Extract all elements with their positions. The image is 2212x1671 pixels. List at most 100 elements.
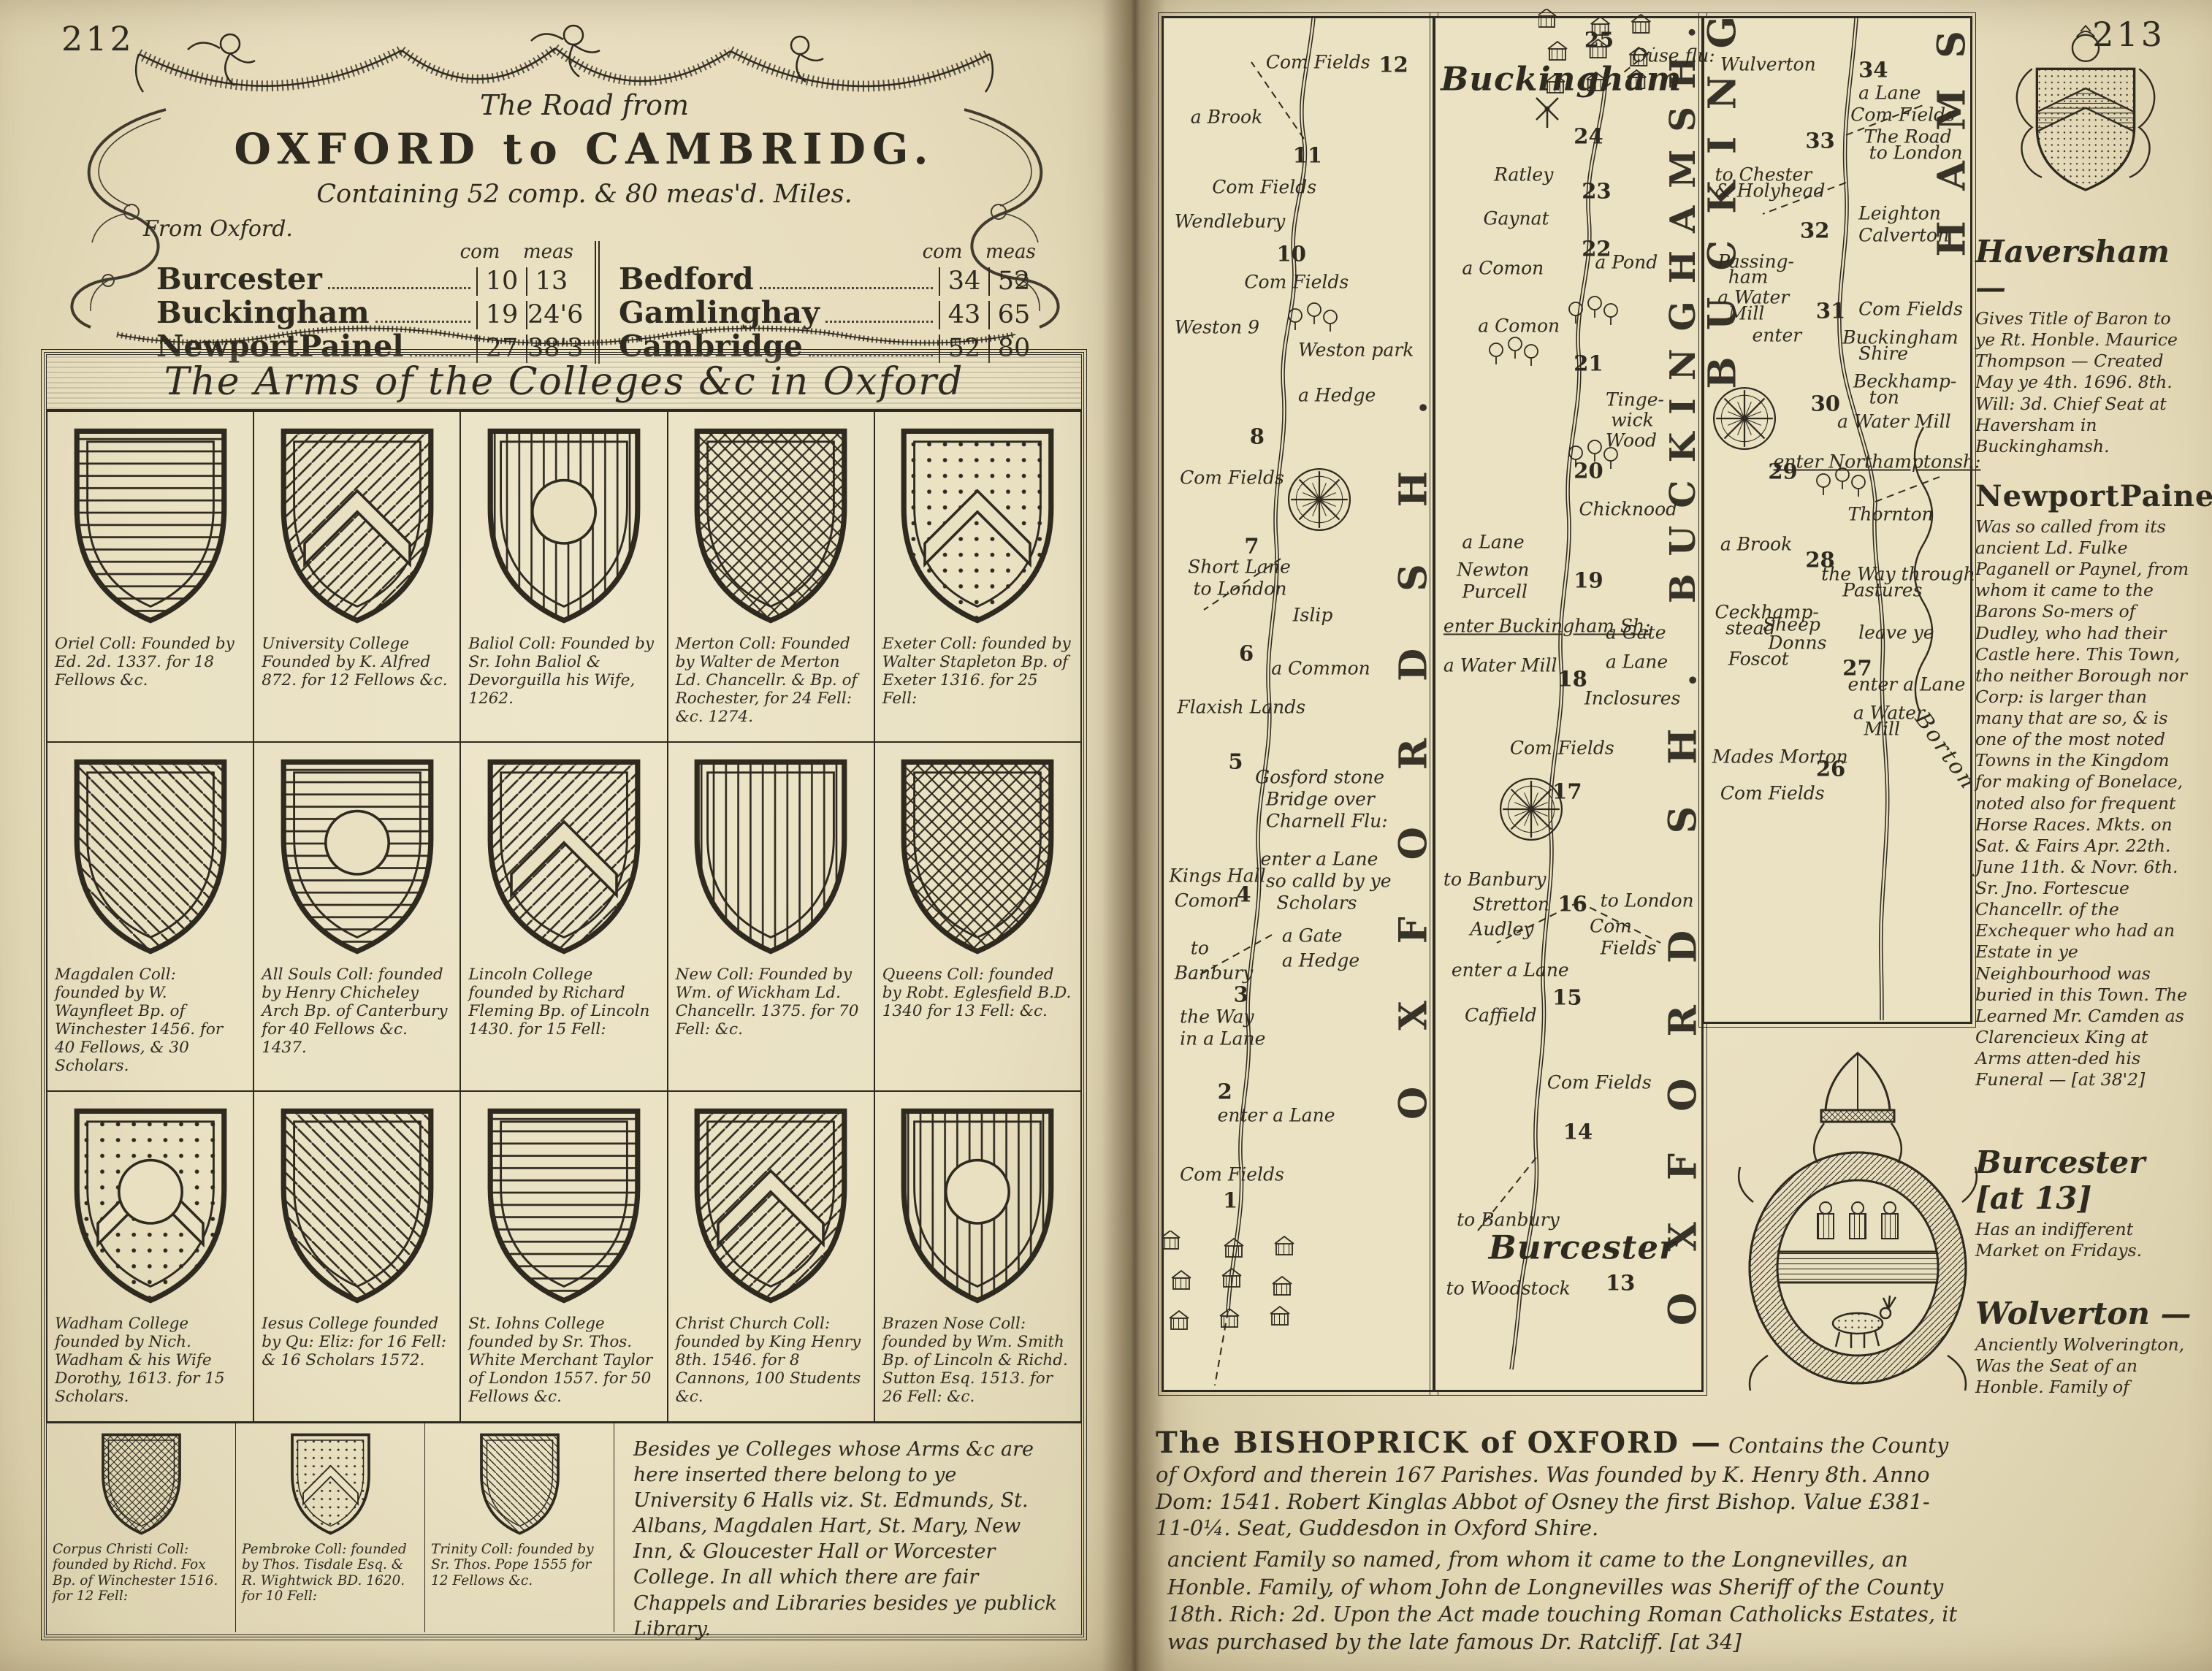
map-label: to London	[1600, 890, 1694, 911]
map-label: Caffield	[1465, 1004, 1537, 1026]
college-arms-cell: Pembroke Coll: founded by Thos. Tisdale …	[236, 1423, 425, 1632]
college-caption: Baliol Coll: Founded by Sr. Iohn Baliol …	[468, 635, 655, 708]
map-label: Calverton	[1858, 224, 1950, 246]
mile-marker: 28	[1805, 547, 1835, 573]
college-arms-cell: New Coll: Founded by Wm. of Wickham Ld. …	[667, 742, 874, 1091]
college-shield-icon	[487, 428, 641, 624]
map-label: Foscot	[1728, 648, 1789, 670]
county-label: OXFORDSH.	[1391, 343, 1436, 1120]
acanthus-scroll-decoration	[70, 108, 167, 329]
college-shield-icon	[74, 1108, 226, 1304]
cherub-garland-decoration	[134, 24, 994, 93]
map-label: a Brook	[1720, 533, 1793, 555]
college-arms-cell: Christ Church Coll: founded by King Henr…	[667, 1090, 874, 1422]
place-name: Burcester	[156, 261, 322, 297]
garland-divider-decoration	[116, 325, 1016, 347]
burcester-text: Has an indifferent Market on Fridays.	[1975, 1219, 2143, 1261]
mile-marker: 18	[1557, 666, 1587, 692]
map-label: Mades Morton	[1712, 746, 1848, 768]
measured-miles: 65	[988, 300, 1038, 330]
map-label: & Holyhead	[1715, 180, 1826, 202]
college-shield-icon	[487, 1108, 641, 1304]
map-label: a Common	[1271, 657, 1370, 679]
map-label: Leighton	[1858, 202, 1941, 224]
measured-miles: 24'6	[526, 300, 584, 330]
mile-marker: 26	[1815, 756, 1846, 781]
college-caption: Iesus College founded by Qu: Eliz: for 1…	[262, 1314, 447, 1369]
map-label: to Woodstock	[1446, 1277, 1571, 1299]
map-label: Weston 9	[1174, 316, 1260, 338]
map-label: enter a Lane	[1451, 959, 1569, 981]
map-label: Com Fields	[1212, 176, 1317, 198]
map-label: a Water	[1717, 286, 1790, 308]
map-label: to London	[1869, 142, 1963, 164]
map-label: enter Buckingham Sh:	[1443, 615, 1651, 637]
college-shield-icon	[901, 1108, 1054, 1304]
map-label: ham	[1728, 266, 1769, 288]
pre-title: The Road from	[479, 89, 690, 121]
mile-marker: 8	[1249, 424, 1265, 449]
mile-marker: 1	[1222, 1188, 1238, 1213]
map-label: a Lane	[1462, 531, 1525, 553]
from-oxford-label: From Oxford.	[143, 216, 293, 242]
map-label: Mill	[1728, 302, 1765, 324]
town-icon	[1160, 1230, 1316, 1343]
map-label: Wendlebury	[1174, 210, 1286, 232]
map-label: to Banbury	[1457, 1209, 1560, 1231]
map-label: the Way	[1180, 1006, 1254, 1028]
mile-marker: 34	[1858, 57, 1888, 83]
college-shield-icon	[487, 759, 641, 955]
map-label: Banbury	[1174, 962, 1254, 984]
map-label: a Gate	[1605, 622, 1666, 643]
trees-icon	[1487, 337, 1543, 372]
college-arms-cell: University College Founded by K. Alfred …	[253, 411, 461, 743]
college-arms-cell: Lincoln College founded by Richard Flemi…	[460, 742, 668, 1091]
college-arms-cell: Baliol Coll: Founded by Sr. Iohn Baliol …	[460, 411, 668, 743]
map-label: a Hedge	[1281, 949, 1360, 971]
compass-icon	[1498, 776, 1565, 846]
compass-icon	[1286, 466, 1353, 536]
map-label: a Water Mill	[1443, 654, 1557, 676]
map-label: wick	[1611, 409, 1654, 431]
mile-marker: 15	[1552, 984, 1582, 1010]
col-header: com	[459, 241, 500, 263]
college-arms-cell: Merton Coll: Founded by Walter de Merton…	[667, 411, 874, 743]
map-label: in a Lane	[1180, 1028, 1266, 1049]
map-label: a Pond	[1595, 251, 1658, 273]
college-shield-icon	[901, 428, 1054, 624]
mile-marker: 11	[1292, 142, 1322, 168]
map-label: Shire	[1858, 343, 1909, 364]
trees-icon	[1567, 440, 1622, 475]
wolverton-note: Wolverton — Anciently Wolverington, Was …	[1975, 1296, 2196, 1398]
place-name: Buckingham	[156, 295, 370, 330]
map-label: Com Fields	[1720, 782, 1825, 804]
mile-marker: 30	[1810, 391, 1840, 416]
map-label: Buckingham	[1842, 326, 1959, 348]
map-label: Pastures	[1842, 579, 1923, 601]
measured-miles: 52	[988, 267, 1038, 297]
map-label: a Gate	[1281, 925, 1343, 947]
map-label: to	[1190, 937, 1209, 959]
arms-grid: Oriel Coll: Founded by Ed. 2d. 1337. for…	[47, 411, 1081, 1422]
college-caption: Magdalen Coll: founded by W. Waynfleet B…	[55, 965, 224, 1075]
map-label: Com Fields	[1180, 467, 1284, 489]
map-label: Kings Hall	[1169, 865, 1266, 887]
college-shield-icon	[290, 1433, 370, 1535]
college-arms-cell: Corpus Christi Coll: founded by Richd. F…	[47, 1423, 236, 1632]
map-label: Bridge over	[1265, 788, 1375, 810]
college-caption: Trinity Coll: founded by Sr. Thos. Pope …	[431, 1542, 594, 1588]
trees-icon	[1815, 467, 1870, 502]
map-label: Com Fields	[1850, 104, 1955, 126]
college-caption: Brazen Nose Coll: founded by Wm. Smith B…	[882, 1314, 1068, 1406]
mile-marker: 13	[1605, 1270, 1636, 1296]
mile-marker: 19	[1574, 567, 1603, 593]
map-label: Thornton	[1847, 503, 1934, 525]
mile-marker: 10	[1276, 241, 1306, 267]
map-label: Sheep	[1763, 613, 1820, 635]
newport-painel-text: Was so called from its ancient Ld. Fulke…	[1975, 516, 2189, 1090]
